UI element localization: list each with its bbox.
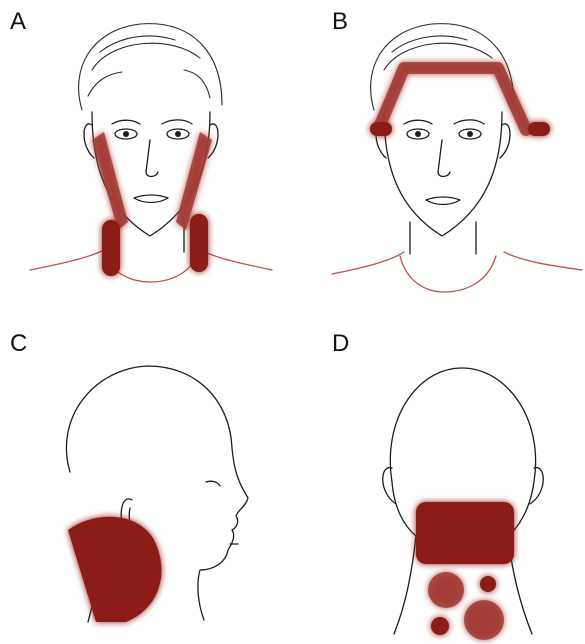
pain-zone-neck-back xyxy=(416,502,514,640)
panel-b: B xyxy=(292,0,584,322)
front-face-drawing-b xyxy=(292,0,584,322)
panel-d: D xyxy=(292,322,584,644)
pain-zone-occipital xyxy=(68,517,161,622)
pain-zone-jaw-neck xyxy=(92,132,212,276)
panel-a: A xyxy=(0,0,292,322)
pain-zone-forehead-band xyxy=(370,68,550,136)
face-outline xyxy=(30,24,272,282)
side-profile-drawing xyxy=(0,322,292,644)
back-of-head-drawing xyxy=(292,322,584,644)
front-face-drawing-a xyxy=(0,0,292,322)
panel-c: C xyxy=(0,322,292,644)
